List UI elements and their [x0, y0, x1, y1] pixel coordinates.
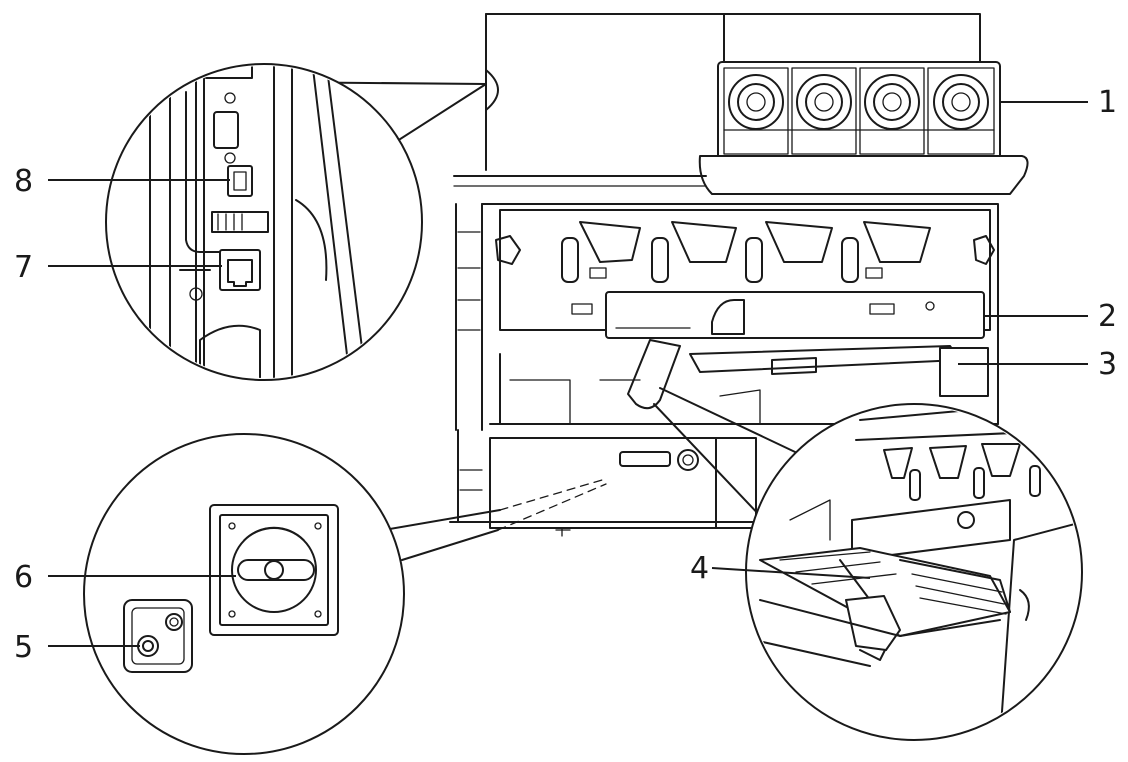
callout-label-8: 8: [14, 164, 33, 199]
callout-label-5: 5: [14, 630, 33, 665]
photoconductor-units: [561, 221, 931, 283]
front-inner-cover: [571, 291, 985, 339]
zoom-connector-lower-left: [371, 479, 607, 561]
callout-label-6: 6: [14, 560, 33, 595]
toner-cartridge: [791, 67, 857, 155]
drawer-unit-detail: [745, 403, 1083, 741]
leader-lines: [48, 101, 1088, 647]
toner-cartridge: [927, 67, 995, 155]
ethernet-port: [219, 249, 261, 291]
zoom-connector-lower-right: [653, 387, 813, 521]
grounding-terminal: [123, 599, 193, 673]
toner-cartridges: [717, 61, 1001, 165]
transfer-unit: [627, 339, 989, 410]
usb-port: [227, 165, 253, 197]
power-switch-detail: [83, 433, 405, 755]
main-power-switch: [209, 504, 339, 636]
paper-tray: [449, 437, 761, 537]
callout-label-3: 3: [1098, 347, 1117, 382]
rear-ports-detail: [105, 63, 423, 381]
toner-cartridge: [859, 67, 925, 155]
printer-front-view: [449, 13, 1029, 537]
toner-cartridge: [723, 67, 789, 155]
callout-label-7: 7: [14, 250, 33, 285]
callout-label-1: 1: [1098, 85, 1117, 120]
callout-label-2: 2: [1098, 299, 1117, 334]
callout-label-4: 4: [690, 551, 709, 586]
